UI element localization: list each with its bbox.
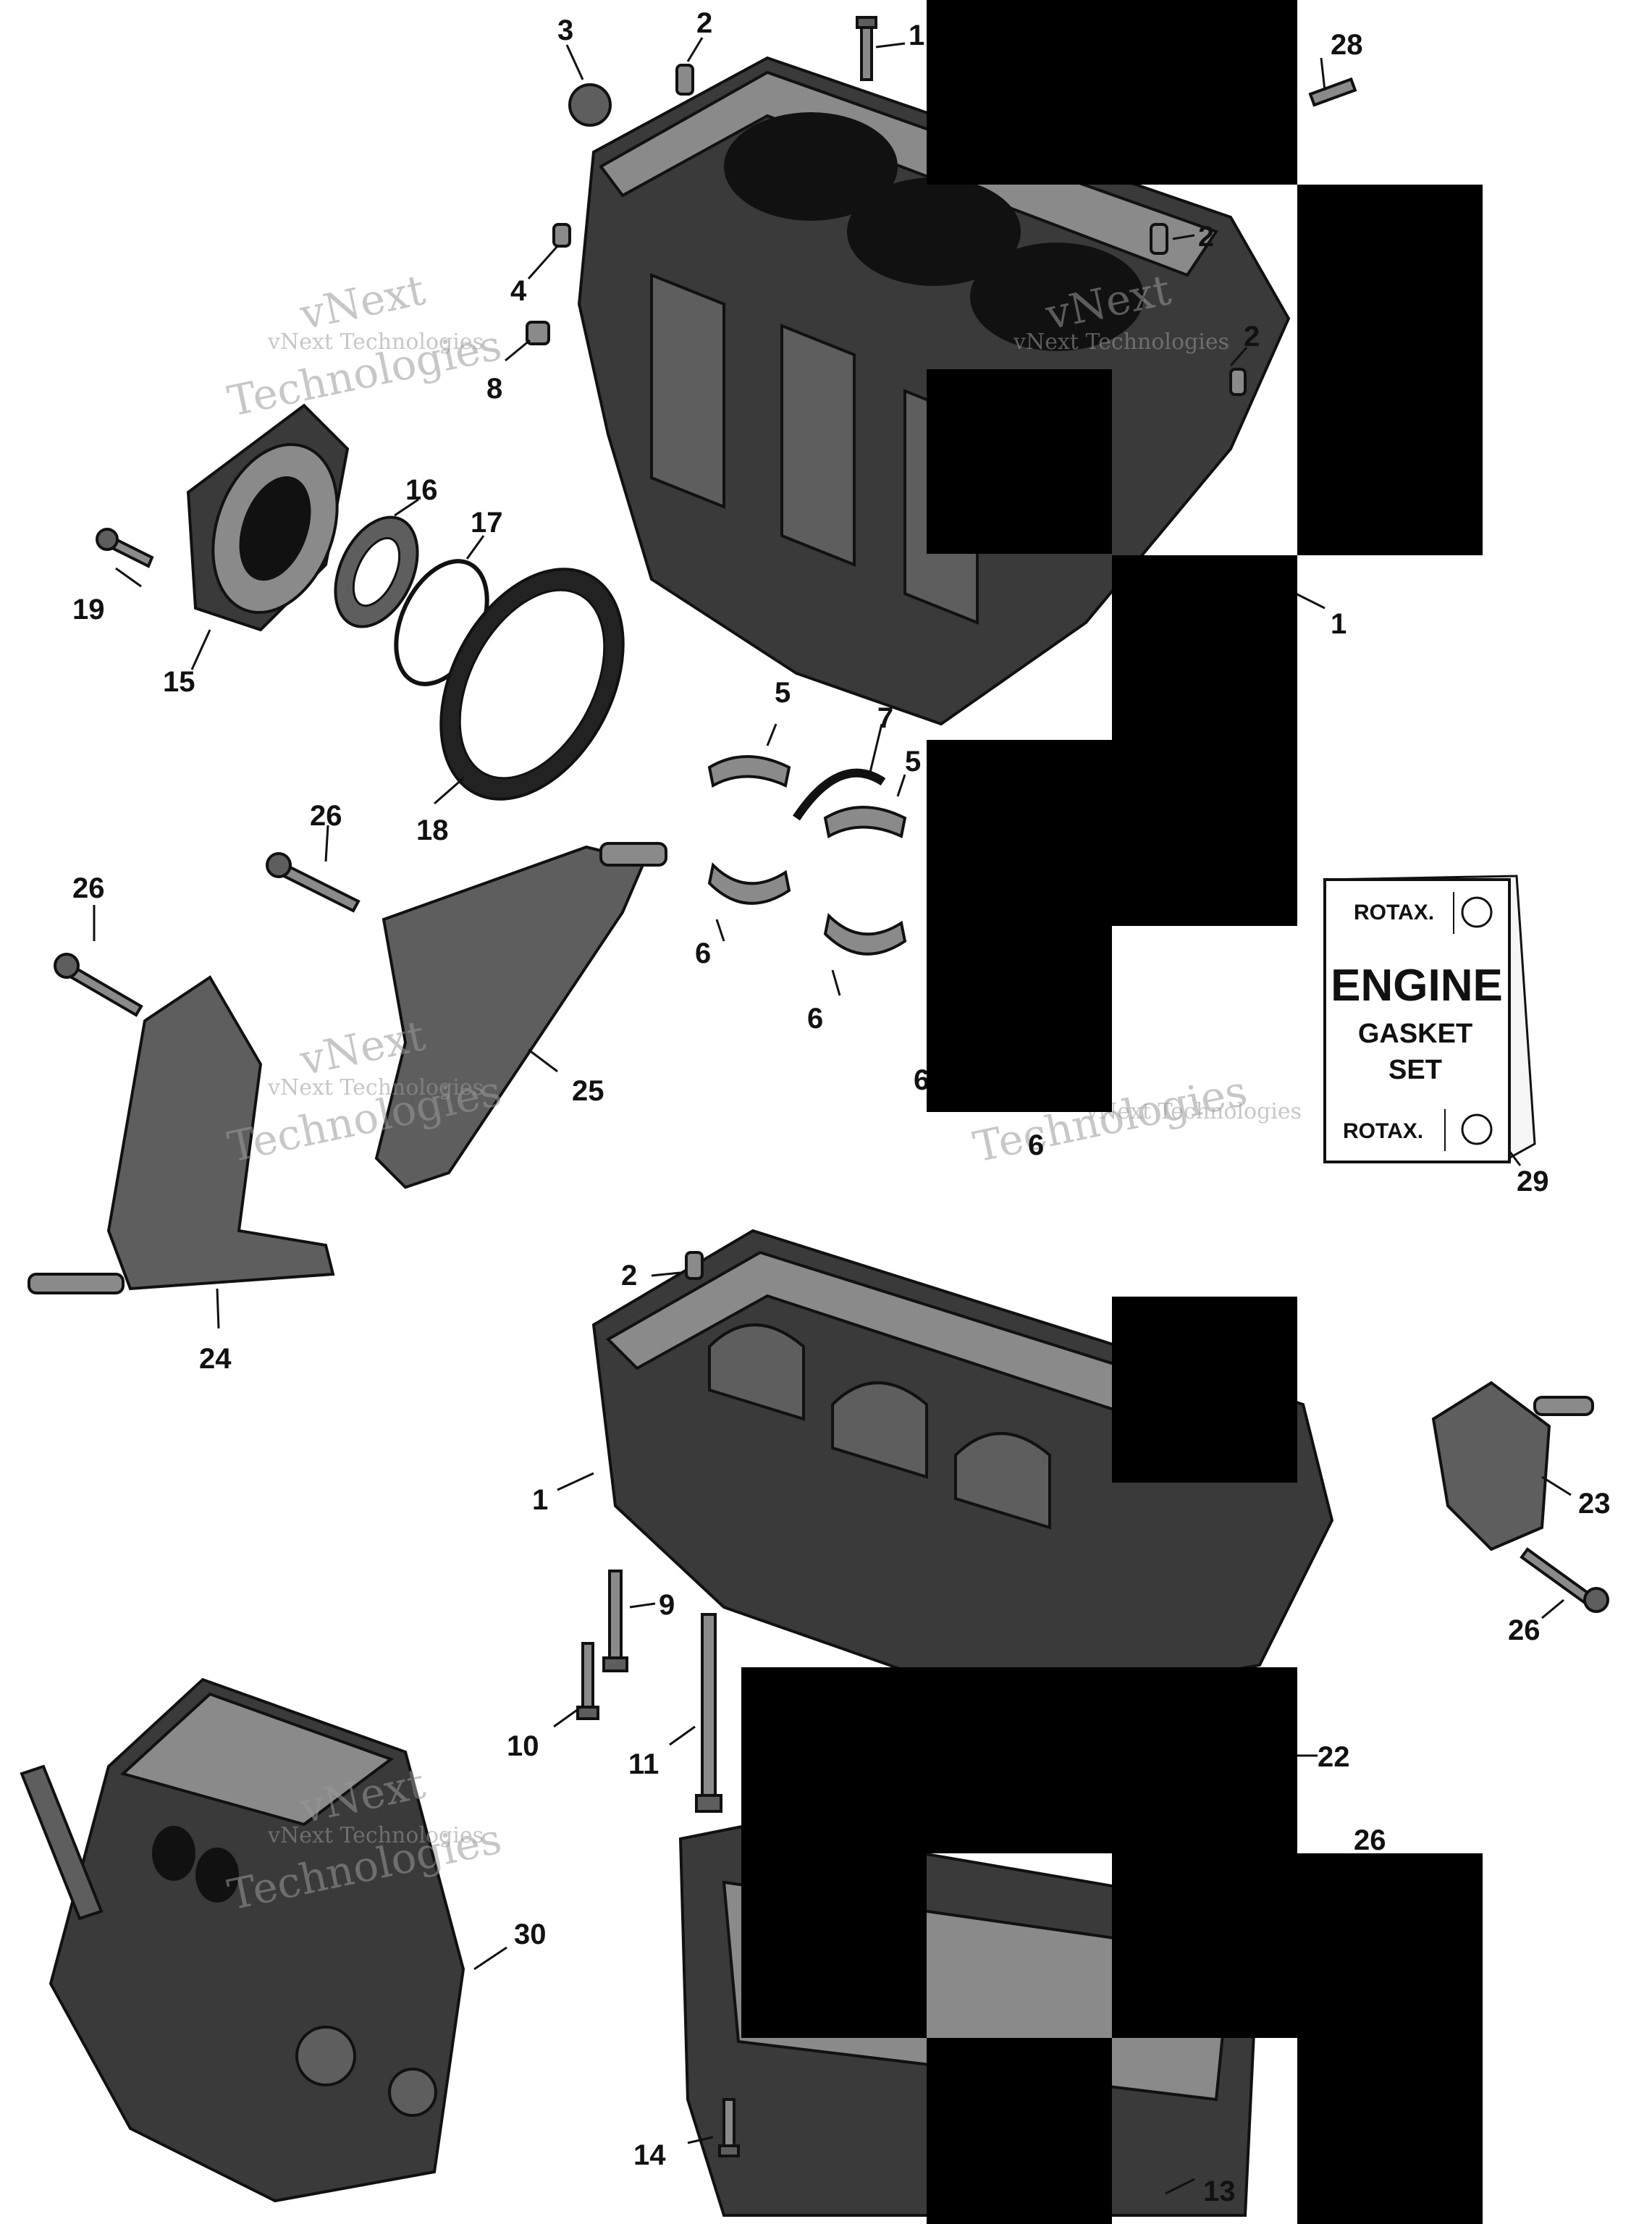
callout-6-b: 6 <box>807 1003 823 1035</box>
dowel-8 <box>526 321 550 345</box>
bolt-9 <box>602 1570 628 1672</box>
card-brand-bottom: ROTAX. <box>1343 1119 1423 1143</box>
callout-2-mid: 2 <box>1244 321 1260 353</box>
redaction-blocks <box>741 0 1483 2224</box>
svg-text:vNext Technologies: vNext Technologies <box>267 1075 484 1100</box>
callout-26-left: 26 <box>72 872 105 904</box>
cover-gasket <box>439 568 625 801</box>
bolt-26-left <box>54 953 143 1017</box>
bolt-10 <box>576 1642 599 1720</box>
callout-4: 4 <box>510 275 527 307</box>
brp-logo-icon <box>1461 1113 1493 1145</box>
callout-26-bottom: 26 <box>1354 1824 1386 1856</box>
callout-18: 18 <box>416 814 449 846</box>
callout-1-top: 1 <box>909 20 924 51</box>
brp-logo-icon <box>1461 896 1493 928</box>
callout-11: 11 <box>628 1748 659 1780</box>
svg-text:vNext: vNext <box>295 265 429 340</box>
callout-23: 23 <box>1578 1488 1611 1520</box>
engine-mount-24 <box>28 975 335 1294</box>
callout-8: 8 <box>486 373 502 405</box>
bearing-6a <box>707 862 791 905</box>
callout-2-lower: 2 <box>621 1260 637 1292</box>
callout-26-top: 26 <box>310 800 342 832</box>
callout-30: 30 <box>514 1918 547 1950</box>
callout-2-right: 2 <box>1198 221 1214 253</box>
callout-13: 13 <box>1203 2175 1236 2207</box>
callout-29: 29 <box>1517 1166 1549 1197</box>
bolt-19 <box>96 528 154 568</box>
oil-seal <box>334 515 419 628</box>
callout-6-a: 6 <box>695 938 711 969</box>
engine-gasket-set-card: ROTAX. ENGINE GASKET SET ROTAX. <box>1323 875 1536 1164</box>
dowel-2-right <box>1150 223 1168 255</box>
svg-text:vNext Technologies: vNext Technologies <box>267 329 484 355</box>
callout-3: 3 <box>557 14 573 46</box>
callout-1-lower: 1 <box>532 1484 548 1516</box>
svg-text:vNext Technologies: vNext Technologies <box>1013 329 1229 355</box>
callout-17: 17 <box>471 507 503 539</box>
callout-7: 7 <box>877 702 893 734</box>
watermark-top-left: vNext Technologies vNext Technologies <box>224 265 506 426</box>
engine-mount-23 <box>1431 1381 1594 1551</box>
complete-engine-30 <box>20 1677 465 2203</box>
bolt-11 <box>695 1613 722 1813</box>
callout-25: 25 <box>572 1075 604 1107</box>
callout-24: 24 <box>199 1343 232 1375</box>
callout-19: 19 <box>72 594 105 626</box>
callout-6-c: 6 <box>914 1064 930 1096</box>
dowel-4 <box>552 223 571 248</box>
bearing-5a <box>707 755 791 788</box>
bolt-28 <box>1308 77 1357 107</box>
svg-text:vNext Technologies: vNext Technologies <box>267 1823 484 1848</box>
bolt-26-right <box>1520 1547 1609 1613</box>
bearing-6b <box>823 912 907 956</box>
card-line2: GASKET <box>1358 1019 1472 1049</box>
card-brand-top: ROTAX. <box>1354 901 1434 924</box>
callout-28: 28 <box>1331 29 1363 61</box>
callout-9: 9 <box>659 1589 675 1621</box>
dowel-2-mid <box>1229 368 1247 396</box>
callout-1-mid: 1 <box>1331 608 1347 640</box>
callout-numbers: 3 2 1 28 2 2 4 8 16 17 19 15 18 5 7 5 6 … <box>72 7 1611 2207</box>
callout-16: 16 <box>405 474 438 506</box>
svg-text:vNext Technologies: vNext Technologies <box>1085 1099 1302 1124</box>
thrust-7 <box>793 768 886 821</box>
callout-5-a: 5 <box>775 677 791 709</box>
leader-lines <box>93 37 1572 2195</box>
callout-26-right: 26 <box>1508 1614 1541 1646</box>
card-title: ENGINE <box>1331 961 1503 1011</box>
bolt-top <box>856 16 877 81</box>
callout-5-b: 5 <box>905 746 921 778</box>
dowel-2-top <box>675 64 694 96</box>
card-line3: SET <box>1388 1055 1442 1085</box>
callout-14: 14 <box>633 2139 666 2171</box>
callout-15: 15 <box>163 666 195 698</box>
engine-mount-25 <box>374 842 667 1189</box>
dowel-2-lower <box>685 1251 704 1280</box>
callout-22: 22 <box>1318 1741 1350 1773</box>
bearing-cover <box>186 403 350 632</box>
callout-2-top: 2 <box>696 7 712 39</box>
bearing-5b <box>823 806 907 839</box>
callout-6-d: 6 <box>1028 1129 1044 1161</box>
bolt-26-top <box>266 852 361 913</box>
bolt-14 <box>718 2098 740 2157</box>
sleeve-3 <box>568 83 612 127</box>
callout-10: 10 <box>507 1730 539 1762</box>
